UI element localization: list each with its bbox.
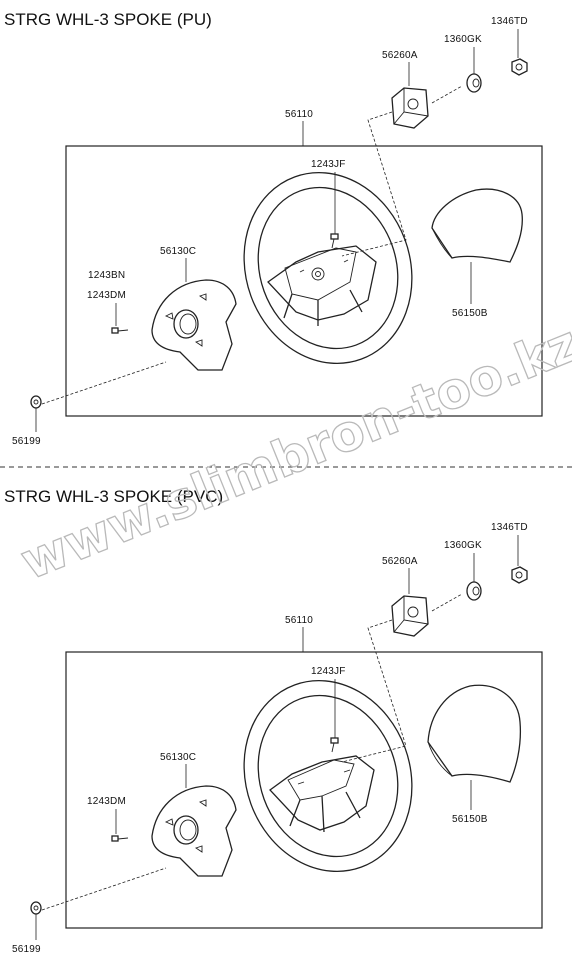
assembly-frame — [65, 651, 543, 929]
watermark-text: www.slimbron-too.kz — [13, 314, 572, 591]
screw-1243DM-icon — [111, 835, 129, 842]
screw-1243DM-icon — [111, 327, 129, 334]
part-label-1243BN: 1243BN — [88, 270, 125, 281]
part-label-1360GK: 1360GK — [444, 34, 482, 45]
part-label-56199: 56199 — [12, 944, 41, 955]
assembly-frame — [65, 145, 543, 417]
steering-wheel-56110 — [243, 679, 413, 873]
part-label-1243DM: 1243DM — [87, 290, 126, 301]
dashline-damper-wheel — [341, 619, 407, 763]
nut-1346TD-icon — [511, 566, 528, 584]
cover-56130C — [151, 279, 237, 371]
section-pu: STRG WHL-3 SPOKE (PU) 56110 1346TD 1360G… — [4, 10, 543, 447]
part-label-1346TD: 1346TD — [491, 16, 528, 27]
bolt-1243JF-icon — [330, 737, 339, 753]
part-label-56260A: 56260A — [382, 556, 418, 567]
section-title: STRG WHL-3 SPOKE (PU) — [4, 10, 212, 29]
part-label-56150B: 56150B — [452, 308, 488, 319]
horn-pad-56150B — [431, 188, 523, 263]
screw-56199-icon — [30, 395, 42, 409]
part-label-56110: 56110 — [285, 109, 313, 120]
part-label-56130C: 56130C — [160, 752, 196, 763]
part-label-56150B: 56150B — [452, 814, 488, 825]
part-label-56130C: 56130C — [160, 246, 196, 257]
part-label-56260A: 56260A — [382, 50, 418, 61]
dashline-56199-cover — [41, 867, 167, 911]
part-label-56110: 56110 — [285, 615, 313, 626]
damper-56260A-icon — [391, 595, 429, 637]
dashline-56199-cover — [41, 361, 167, 405]
part-label-1243JF: 1243JF — [311, 666, 346, 677]
part-label-1346TD: 1346TD — [491, 522, 528, 533]
screw-56199-icon — [30, 901, 42, 915]
horn-pad-56150B — [427, 684, 522, 783]
section-pvc: STRG WHL-3 SPOKE (PVC) 56110 1346TD 1360… — [4, 487, 543, 955]
nut-1346TD-icon — [511, 58, 528, 76]
part-label-1243JF: 1243JF — [311, 159, 346, 170]
steering-wheel-56110 — [243, 171, 413, 365]
dashline-damper-wheel — [341, 111, 407, 257]
washer-1360GK-icon — [466, 581, 482, 601]
washer-1360GK-icon — [466, 73, 482, 93]
dashline-damper-washer — [431, 85, 463, 104]
bolt-1243JF-icon — [330, 233, 339, 249]
part-label-1360GK: 1360GK — [444, 540, 482, 551]
damper-56260A-icon — [391, 87, 429, 129]
part-label-56199: 56199 — [12, 436, 41, 447]
part-label-1243DM: 1243DM — [87, 796, 126, 807]
section-title: STRG WHL-3 SPOKE (PVC) — [4, 487, 223, 506]
dashline-damper-washer — [431, 593, 463, 612]
cover-56130C — [151, 785, 237, 877]
